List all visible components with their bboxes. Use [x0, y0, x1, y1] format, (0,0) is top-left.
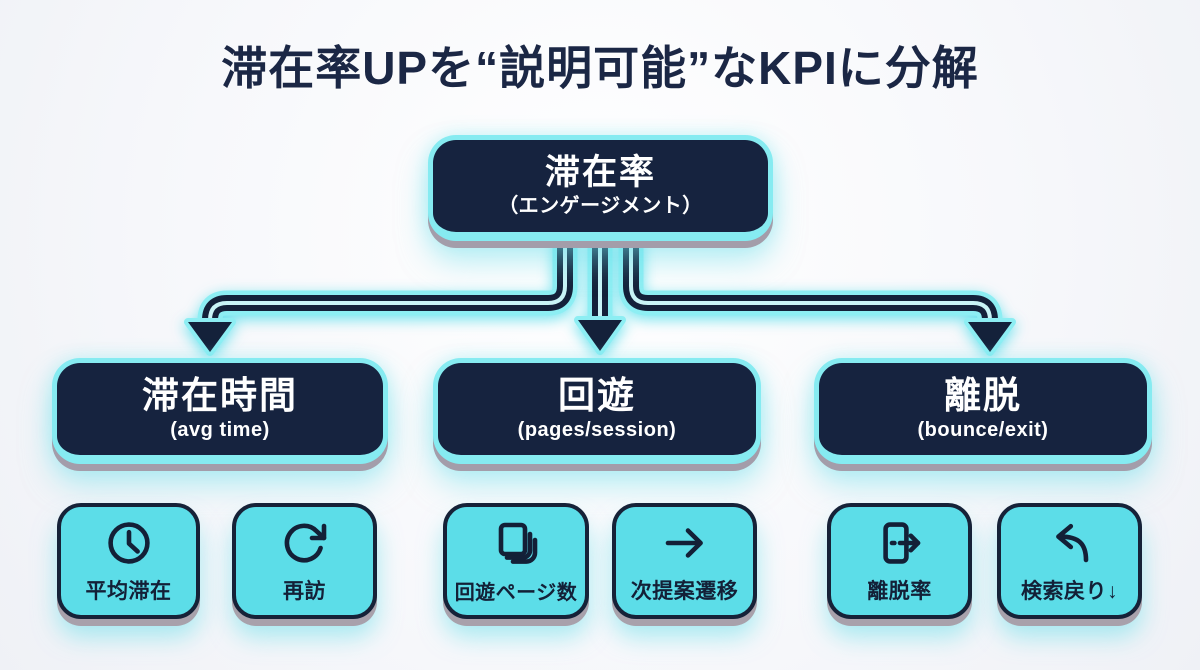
- branch-node-exit: 離脱 (bounce/exit): [814, 358, 1152, 464]
- arrowhead-left: [184, 318, 236, 356]
- branch-node-navigation: 回遊 (pages/session): [433, 358, 761, 464]
- branch-sublabel: (bounce/exit): [917, 419, 1049, 442]
- arrow-right-icon: [661, 517, 709, 569]
- branch-sublabel: (avg time): [170, 419, 270, 442]
- branch-node-dwell-time: 滞在時間 (avg time): [52, 358, 388, 464]
- redo-icon: [281, 517, 329, 569]
- leaf-node-pages-per-session: 回遊ページ数: [443, 503, 589, 619]
- leaf-label: 平均滞在: [85, 580, 172, 603]
- leaf-node-search-return: 検索戻り↓: [997, 503, 1142, 619]
- leaf-node-exit-rate: 離脱率: [827, 503, 972, 619]
- arrowhead-center: [574, 316, 626, 355]
- root-sublabel: （エンゲージメント）: [498, 195, 703, 218]
- leaf-node-revisit: 再訪: [232, 503, 377, 619]
- leaf-label: 次提案遷移: [630, 580, 739, 603]
- back-arrow-icon: [1046, 517, 1094, 569]
- page-title: 滞在率UPを“説明可能”なKPIに分解: [221, 42, 979, 94]
- branch-label: 滞在時間: [142, 374, 298, 416]
- leaf-label: 再訪: [283, 580, 326, 603]
- branch-label: 離脱: [944, 374, 1022, 416]
- arrowhead-right: [964, 318, 1016, 356]
- root-label: 滞在率: [544, 152, 656, 192]
- leaf-node-avg-stay: 平均滞在: [57, 503, 200, 619]
- leaf-node-next-suggestion: 次提案遷移: [612, 503, 757, 619]
- clock-icon: [105, 517, 153, 569]
- pages-icon: [492, 518, 540, 570]
- branch-label: 回遊: [558, 374, 636, 416]
- leaf-label: 検索戻り↓: [1021, 580, 1118, 603]
- leaf-label: 離脱率: [867, 580, 932, 603]
- leaf-label: 回遊ページ数: [454, 581, 578, 604]
- root-node-retention: 滞在率 （エンゲージメント）: [428, 135, 773, 241]
- exit-icon: [876, 517, 924, 569]
- branch-sublabel: (pages/session): [517, 419, 677, 442]
